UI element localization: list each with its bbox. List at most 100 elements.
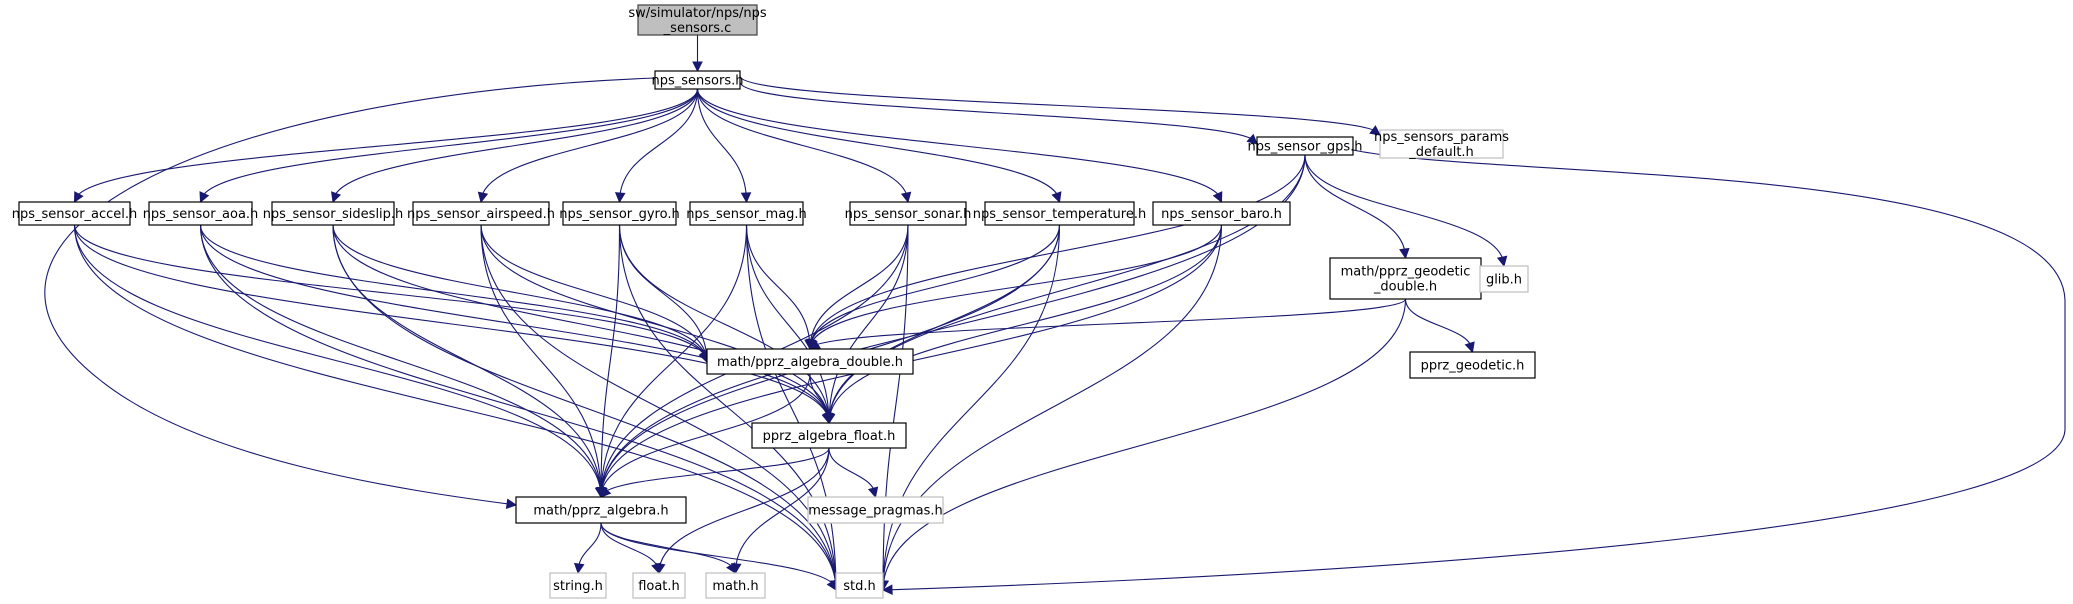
- node-box-float: [632, 572, 686, 599]
- node-mag[interactable]: nps_sensor_mag.h: [686, 201, 807, 226]
- node-params: nps_sensors_params_default.h: [1374, 129, 1509, 160]
- node-baro[interactable]: nps_sensor_baro.h: [1152, 201, 1291, 226]
- node-box-temperature: [984, 201, 1135, 226]
- node-label: nps_sensors_params: [1374, 130, 1509, 145]
- node-label: string.h: [553, 579, 603, 594]
- edge-mag-to-algebra_double: [745, 224, 811, 350]
- edge-nps_sensors_h-to-gps: [739, 81, 1258, 145]
- node-algebra[interactable]: math/pprz_algebra.h: [515, 496, 687, 524]
- node-label: nps_sensors.h: [652, 74, 744, 89]
- node-sideslip[interactable]: nps_sensor_sideslip.h: [263, 201, 404, 226]
- arrowhead-nps_sensors_h-to-gps: [1246, 133, 1258, 145]
- edge-aoa-to-algebra_float: [199, 224, 830, 424]
- node-aoa[interactable]: nps_sensor_aoa.h: [143, 201, 259, 226]
- node-box-airspeed: [412, 201, 550, 226]
- arrowhead-gps-to-glib: [1496, 255, 1508, 268]
- node-label: nps_sensor_gps.h: [1248, 140, 1363, 155]
- edge-nps_sensors_h-to-mag: [696, 88, 748, 203]
- arrowhead-nps_sensors_h-to-airspeed: [477, 191, 489, 204]
- node-geodetic_double[interactable]: math/pprz_geodetic_double.h: [1329, 257, 1482, 300]
- node-label: _default.h: [1408, 145, 1474, 160]
- edge-algebra-to-float: [600, 522, 660, 574]
- node-label: nps_sensor_mag.h: [686, 207, 807, 222]
- edges-layer: [44, 35, 2066, 595]
- node-algebra_float[interactable]: pprz_algebra_float.h: [751, 422, 907, 449]
- arrowhead-algebra_float-to-message_pragmas: [867, 486, 879, 499]
- arrowhead-algebra-to-math: [726, 562, 737, 574]
- edge-nps_sensors_h-to-baro: [696, 88, 1223, 203]
- node-box-mag: [689, 201, 804, 226]
- arrowhead-nps_sensors_h-to-sideslip: [331, 191, 342, 204]
- arrowhead-nps_sensors_h-to-mag: [740, 192, 752, 204]
- edge-gps-to-algebra_float: [828, 154, 1306, 424]
- node-box-glib: [1479, 265, 1529, 293]
- edge-geodetic_double-to-pprz_geodetic: [1404, 298, 1474, 353]
- node-box-gyro: [562, 201, 677, 226]
- edge-airspeed-to-algebra_float: [480, 224, 830, 424]
- node-box-geodetic_double: [1329, 257, 1482, 300]
- edge-sonar-to-std: [882, 224, 909, 591]
- edge-sideslip-to-algebra_float: [332, 224, 830, 424]
- edge-mag-to-std: [745, 224, 837, 591]
- edge-gps-to-geodetic_double: [1304, 154, 1407, 259]
- node-label: float.h: [638, 579, 680, 594]
- edge-nps_sensors_h-to-sonar: [696, 88, 909, 203]
- node-std: std.h: [835, 572, 884, 599]
- node-box-algebra_double: [706, 348, 914, 375]
- node-label: nps_sensor_gyro.h: [559, 207, 679, 222]
- arrowhead-nps_sensors_h-to-temperature: [1051, 191, 1062, 204]
- node-nps_sensors_h[interactable]: nps_sensors.h: [652, 70, 744, 90]
- edge-temperature-to-std: [882, 224, 1061, 591]
- edge-aoa-to-algebra: [199, 224, 602, 498]
- node-algebra_double[interactable]: math/pprz_algebra_double.h: [706, 348, 914, 375]
- node-box-gps: [1256, 136, 1354, 156]
- node-box-message_pragmas: [807, 496, 944, 524]
- node-root[interactable]: sw/simulator/nps/nps_sensors.c: [628, 4, 767, 36]
- edge-nps_sensors_h-to-aoa: [199, 88, 699, 203]
- node-label: nps_sensor_accel.h: [12, 207, 138, 222]
- node-accel[interactable]: nps_sensor_accel.h: [12, 201, 138, 226]
- arrowhead-nps_sensors_h-to-aoa: [199, 191, 210, 204]
- edge-algebra_float-to-math: [734, 447, 830, 574]
- edge-aoa-to-algebra_double: [199, 224, 708, 363]
- arrowhead-algebra-to-std: [826, 579, 837, 591]
- node-string: string.h: [549, 572, 607, 599]
- node-temperature[interactable]: nps_sensor_temperature.h: [973, 201, 1146, 226]
- node-gyro[interactable]: nps_sensor_gyro.h: [559, 201, 680, 226]
- edge-accel-to-algebra: [73, 224, 602, 498]
- arrowhead-geodetic_double-to-pprz_geodetic: [1464, 341, 1475, 354]
- node-label: glib.h: [1486, 273, 1522, 288]
- edge-baro-to-algebra_float: [828, 224, 1223, 424]
- edge-baro-to-algebra_double: [809, 224, 1223, 350]
- node-sonar[interactable]: nps_sensor_sonar.h: [845, 201, 972, 226]
- node-label: pprz_geodetic.h: [1421, 359, 1525, 374]
- edge-sonar-to-algebra_double: [809, 224, 909, 350]
- node-box-nps_sensors_h: [654, 70, 741, 90]
- edge-algebra_float-to-algebra: [600, 447, 830, 498]
- node-label: pprz_algebra_float.h: [763, 429, 896, 444]
- edge-algebra_double-to-algebra: [600, 373, 811, 498]
- arrowhead-gps-to-std: [881, 584, 893, 595]
- node-gps[interactable]: nps_sensor_gps.h: [1248, 136, 1363, 156]
- edge-mag-to-algebra_float: [745, 224, 830, 424]
- node-box-params: [1379, 129, 1504, 159]
- node-box-aoa: [148, 201, 253, 226]
- edge-accel-to-std: [73, 224, 837, 591]
- edge-mag-to-algebra: [600, 224, 748, 498]
- edge-sonar-to-algebra_float: [828, 224, 909, 424]
- node-math: math.h: [705, 572, 766, 599]
- edge-sideslip-to-algebra_double: [332, 224, 708, 363]
- node-label: nps_sensor_sonar.h: [845, 207, 972, 222]
- arrowhead-nps_sensors_h-to-accel: [73, 191, 84, 203]
- edge-nps_sensors_h-to-accel: [73, 88, 699, 203]
- arrowhead-algebra-to-float: [651, 562, 662, 575]
- arrowhead-nps_sensors_h-to-algebra: [505, 498, 518, 510]
- edge-nps_sensors_h-to-algebra: [44, 77, 656, 506]
- node-airspeed[interactable]: nps_sensor_airspeed.h: [407, 201, 555, 226]
- node-box-pprz_geodetic: [1409, 351, 1536, 379]
- node-pprz_geodetic[interactable]: pprz_geodetic.h: [1409, 351, 1536, 379]
- node-label: sw/simulator/nps/nps: [628, 6, 767, 21]
- node-label: nps_sensor_aoa.h: [143, 207, 259, 222]
- node-label: math/pprz_algebra_double.h: [717, 355, 903, 370]
- arrowhead-gps-to-geodetic_double: [1399, 247, 1410, 260]
